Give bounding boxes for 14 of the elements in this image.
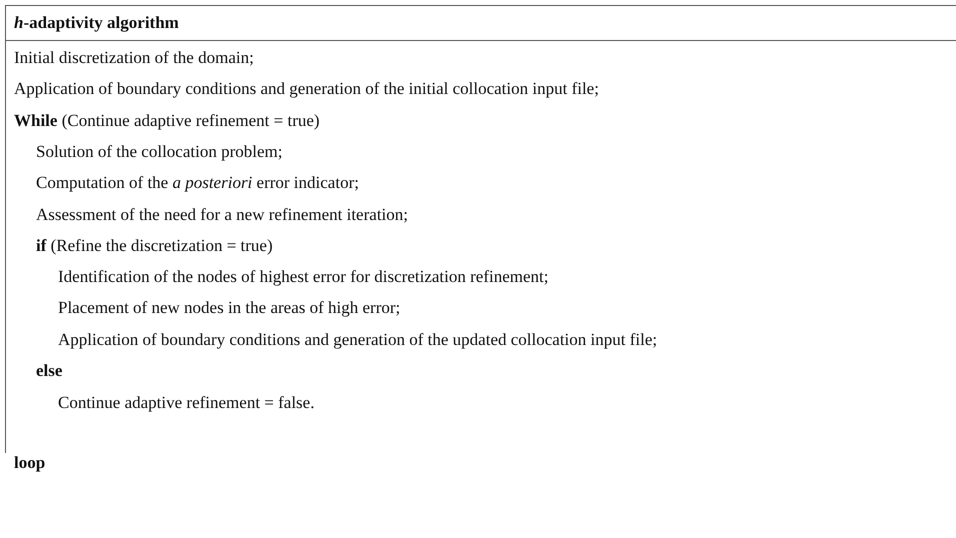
- pseudocode-line: Continue adaptive refinement = false.: [58, 393, 314, 413]
- pseudocode-line: Identification of the nodes of highest error for discretization refinement;: [58, 267, 548, 287]
- pseudocode-line: if (Refine the discretization = true): [36, 236, 273, 256]
- pseudocode-line: Initial discretization of the domain;: [14, 48, 254, 68]
- pseudocode-line: Computation of the a posteriori error indicator;: [36, 173, 359, 193]
- pseudocode-line: While (Continue adaptive refinement = true): [14, 111, 320, 131]
- pseudocode-line: Placement of new nodes in the areas of high error;: [58, 298, 400, 318]
- pseudocode-line: loop: [14, 453, 46, 473]
- pseudocode-line: Solution of the collocation problem;: [36, 142, 282, 162]
- pseudocode-line: else: [36, 361, 62, 381]
- pseudocode-line: Application of boundary conditions and generation of the initial collocation input file;: [14, 79, 599, 99]
- algorithm-title: h-adaptivity algorithm: [14, 13, 179, 33]
- pseudocode-line: Assessment of the need for a new refinement iteration;: [36, 205, 408, 225]
- pseudocode-line: Application of boundary conditions and generation of the updated collocation input file;: [58, 330, 658, 350]
